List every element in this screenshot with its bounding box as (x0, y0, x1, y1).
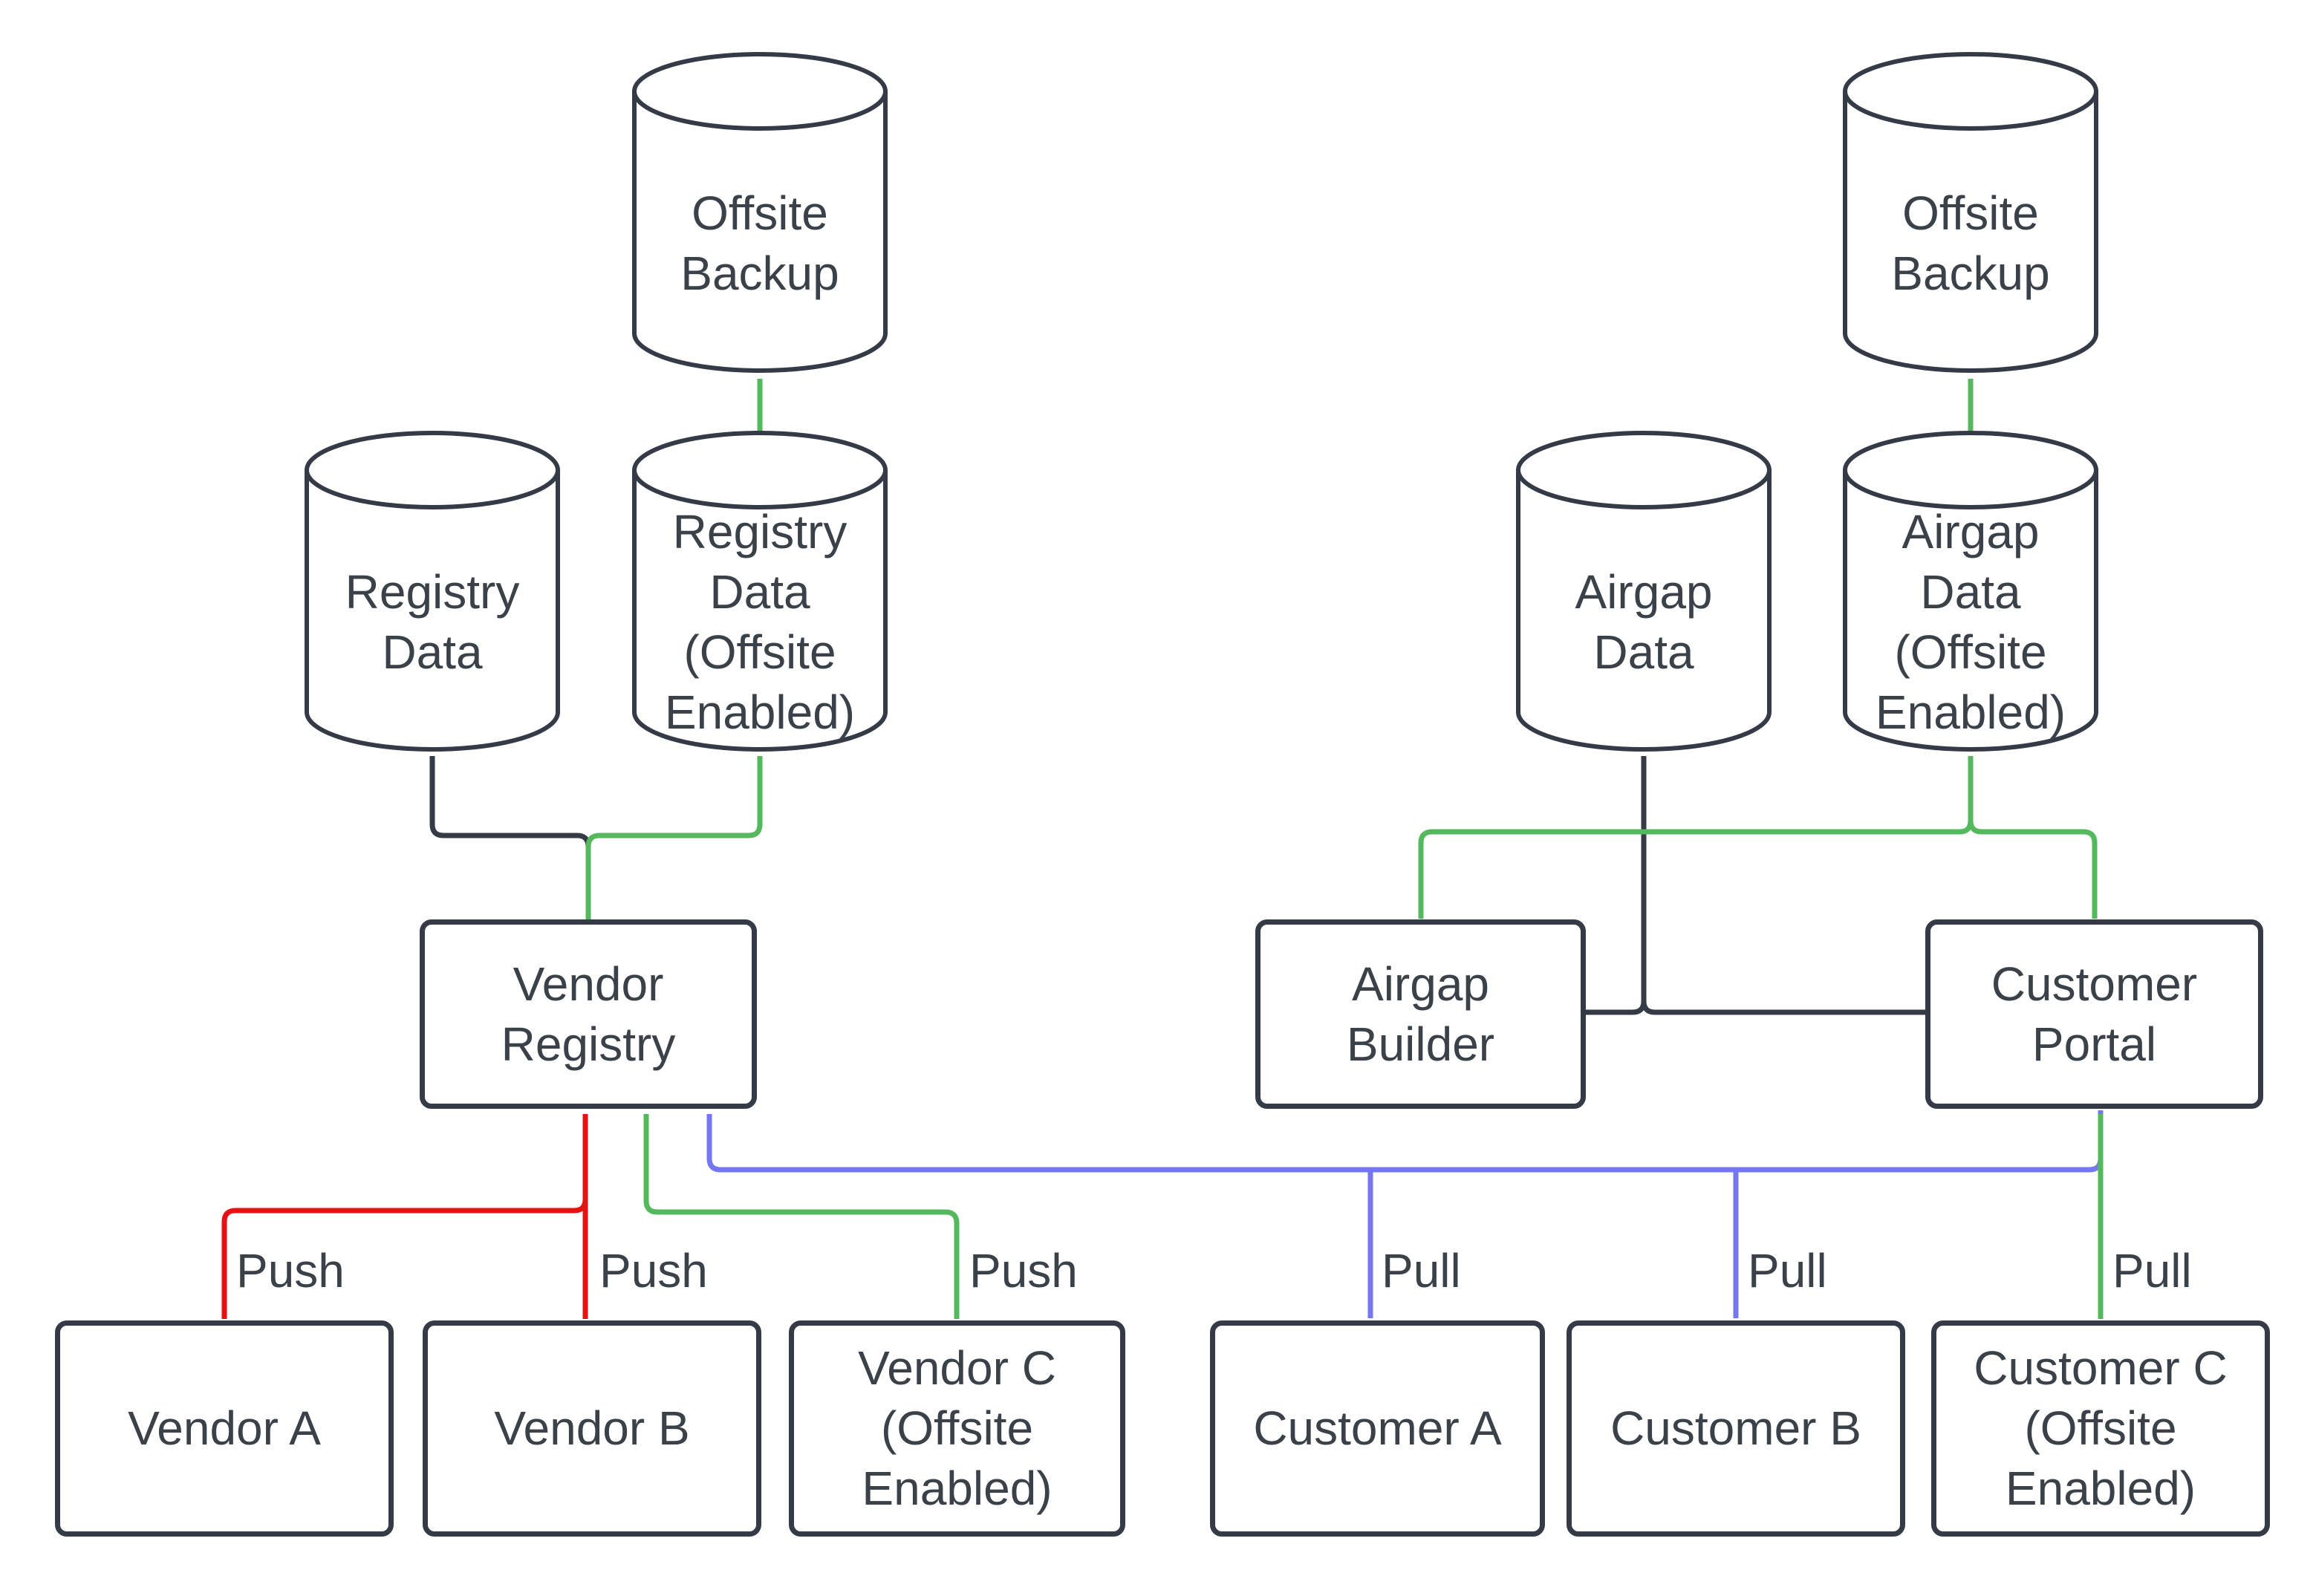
cylinder-shape (1843, 52, 2098, 373)
cylinder-airgap-data-offsite: Airgap Data (Offsite Enabled) (1843, 431, 2098, 752)
node-label: Customer C (Offsite Enabled) (1974, 1341, 2228, 1515)
edge-label-pull-3: Pull (2112, 1244, 2192, 1297)
edge-vendor-registry-to-registry-data (429, 756, 591, 920)
cylinder-shape (1843, 431, 2098, 752)
edge-label-push-3: Push (969, 1244, 1078, 1297)
node-label: Vendor A (128, 1401, 321, 1455)
node-label: Vendor Registry (501, 957, 676, 1071)
node-label: Airgap Data (1575, 565, 1713, 679)
cylinder-shape (1516, 431, 1772, 752)
cylinder-offsite-backup-left: Offsite Backup (632, 52, 888, 373)
node-label: Offsite Backup (680, 186, 839, 300)
box-vendor-a: Vendor A (55, 1320, 394, 1537)
box-vendor-registry: Vendor Registry (420, 919, 757, 1109)
cylinder-offsite-backup-right: Offsite Backup (1843, 52, 2098, 373)
box-customer-portal: Customer Portal (1925, 919, 2263, 1109)
node-label: Registry Data (Offsite Enabled) (664, 505, 856, 739)
cylinder-shape (632, 52, 888, 373)
cylinder-registry-data: Registry Data (305, 431, 560, 752)
node-label: Customer A (1253, 1401, 1502, 1455)
node-label: Vendor C (Offsite Enabled) (858, 1341, 1056, 1515)
edge-airgap-builder-to-airgap-data (1586, 756, 1647, 1015)
edge-customer-portal-to-airgap-data (1641, 861, 1925, 1015)
edge-label-pull-2: Pull (1748, 1244, 1827, 1297)
box-vendor-b: Vendor B (423, 1320, 761, 1537)
edge-airgap-builder-to-airgap-data-offsite (1418, 756, 1974, 919)
box-customer-c: Customer C (Offsite Enabled) (1931, 1320, 2270, 1537)
node-label: Customer Portal (1991, 957, 2198, 1071)
edge-customer-portal-to-vendor-registry (706, 1110, 2104, 1173)
edge-vendor-registry-to-registry-data-offsite (585, 756, 763, 920)
edge-customer-portal-to-airgap-data-offsite (1968, 787, 2098, 919)
node-label: Registry Data (345, 565, 520, 679)
cylinder-airgap-data: Airgap Data (1516, 431, 1772, 752)
edge-vendor-c-push (643, 1114, 960, 1319)
node-label: Customer B (1610, 1401, 1861, 1455)
edge-label-push-2: Push (599, 1244, 708, 1297)
cylinder-shape (632, 431, 888, 752)
box-customer-b: Customer B (1567, 1320, 1905, 1537)
edge-label-push-1: Push (236, 1244, 345, 1297)
edge-label-pull-1: Pull (1382, 1244, 1461, 1297)
cylinder-shape (305, 431, 560, 752)
node-label: Airgap Builder (1346, 957, 1495, 1071)
box-airgap-builder: Airgap Builder (1255, 919, 1586, 1109)
node-label: Airgap Data (Offsite Enabled) (1875, 505, 2066, 739)
box-customer-a: Customer A (1210, 1320, 1545, 1537)
cylinder-registry-data-offsite: Registry Data (Offsite Enabled) (632, 431, 888, 752)
node-label: Vendor B (494, 1401, 690, 1455)
node-label: Offsite Backup (1891, 186, 2050, 300)
box-vendor-c: Vendor C (Offsite Enabled) (789, 1320, 1125, 1537)
